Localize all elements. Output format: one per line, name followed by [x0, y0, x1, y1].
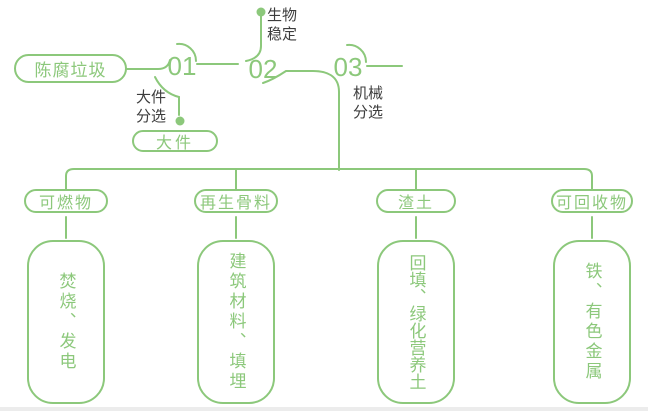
step-number-1: 01	[167, 51, 197, 81]
distribution-line	[65, 168, 593, 191]
biological-stabilization-label-line2: 稳定	[267, 26, 298, 43]
detail-box-recycled-aggregate: 建筑材料、填埋	[197, 240, 275, 404]
bulky-branch-dot	[175, 116, 185, 126]
mechanical-sorting-label-line1: 机械	[353, 85, 384, 102]
category-node-recyclables: 可回收物	[551, 189, 633, 213]
step1-down-branch-line	[154, 76, 180, 116]
source-node: 陈腐垃圾	[14, 54, 127, 83]
category-node-recyclables-label: 可回收物	[555, 195, 628, 212]
detail-text-recycled-aggregate: 建筑材料、填埋	[226, 252, 246, 392]
step-number-2: 02	[248, 54, 278, 84]
biological-stabilization-label: 生物 稳定	[267, 6, 297, 44]
bulky-sorting-label-line1: 大件	[136, 89, 167, 106]
category-node-residue-soil-label: 渣土	[397, 195, 434, 212]
detail-text-combustibles: 焚烧、发电	[56, 272, 76, 372]
bulky-items-node: 大件	[132, 130, 218, 152]
category-node-combustibles: 可燃物	[24, 189, 108, 213]
source-node-label: 陈腐垃圾	[34, 61, 107, 80]
step-number-3: 03	[333, 52, 363, 82]
category-node-residue-soil: 渣土	[376, 189, 456, 213]
detail-text-residue-soil: 回填、绿化营养土	[406, 254, 426, 390]
category-node-recycled-aggregate-label: 再生骨料	[199, 195, 272, 212]
category-node-combustibles-label: 可燃物	[38, 195, 93, 212]
step2-up-branch-line	[245, 12, 262, 62]
category-node-recycled-aggregate: 再生骨料	[194, 189, 278, 213]
mechanical-sorting-label-line2: 分选	[353, 104, 384, 121]
source-to-step1-line	[126, 59, 171, 70]
bulky-sorting-label: 大件 分选	[136, 88, 166, 126]
detail-box-combustibles: 焚烧、发电	[27, 240, 105, 404]
detail-box-recyclables: 铁、有色金属	[553, 240, 631, 404]
biological-stabilization-label-line1: 生物	[267, 7, 298, 24]
bottom-section-divider	[0, 407, 648, 411]
bulky-items-node-label: 大件	[155, 135, 194, 152]
bulky-sorting-label-line2: 分选	[136, 108, 167, 125]
step3-top-arc	[346, 43, 368, 63]
step1-top-arc	[176, 42, 198, 62]
biological-branch-dot	[256, 7, 266, 17]
detail-box-residue-soil: 回填、绿化营养土	[377, 240, 455, 404]
step2-to-step3-and-down-feed-line	[262, 70, 340, 171]
detail-text-recyclables: 铁、有色金属	[582, 262, 602, 382]
mechanical-sorting-label: 机械 分选	[353, 84, 383, 122]
